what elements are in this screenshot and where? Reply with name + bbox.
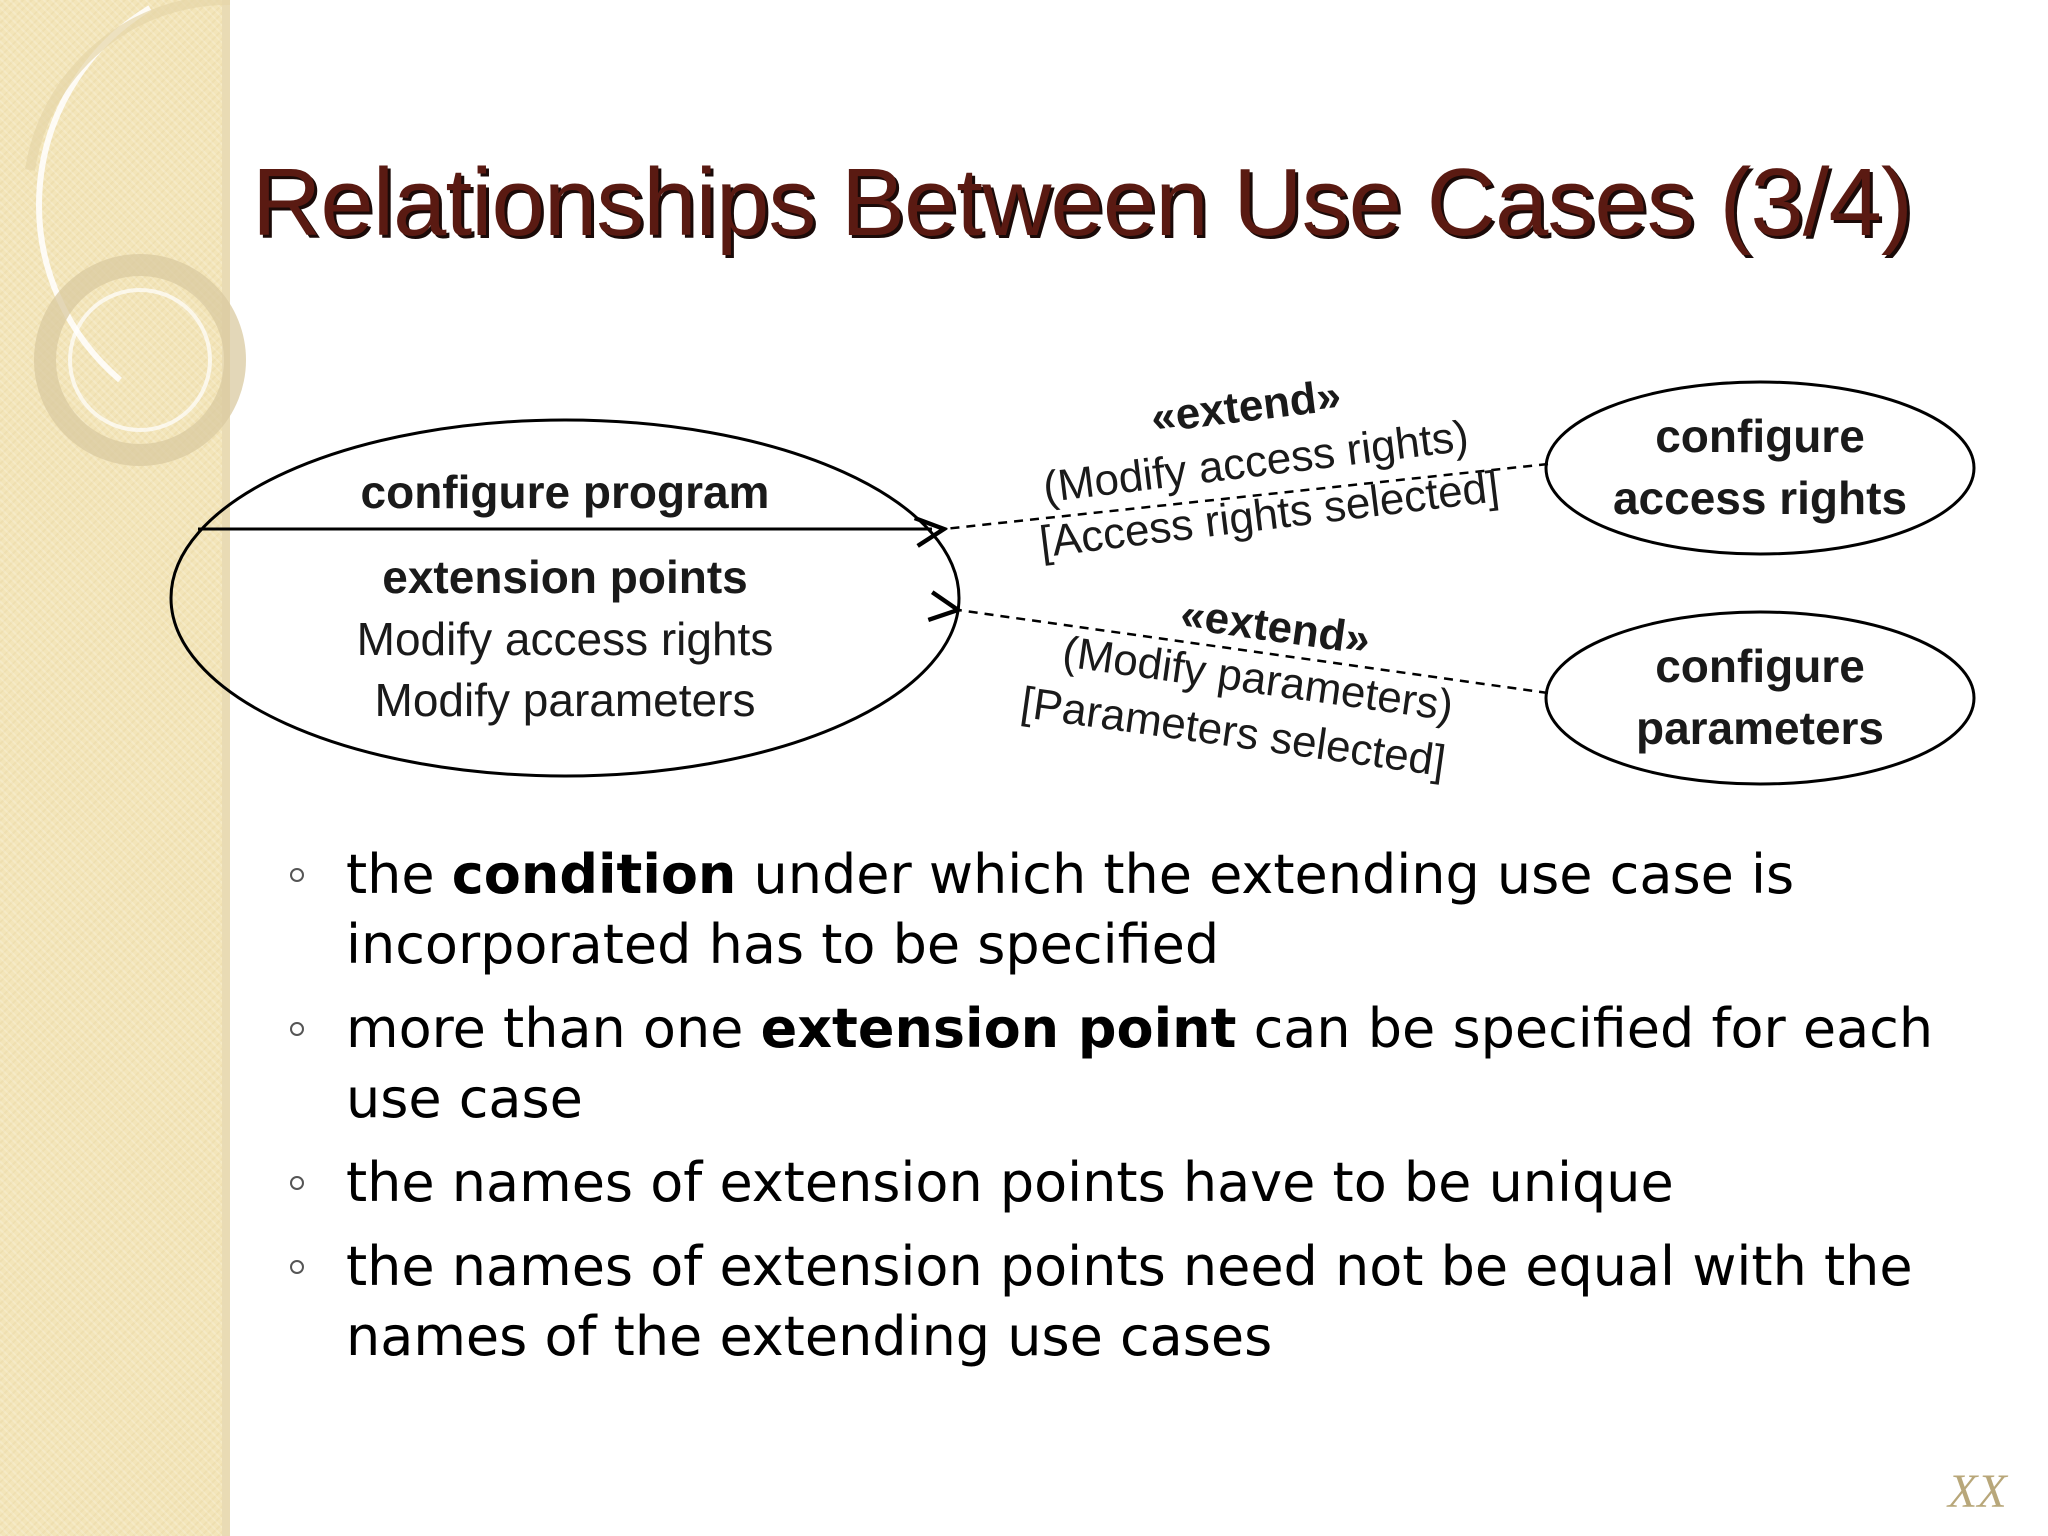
extend-arrow-1 — [944, 462, 1549, 529]
bullet-list: the condition under which the extending … — [290, 840, 1990, 1386]
bullet-text-pre: more than one — [346, 997, 761, 1060]
bullet-text-post: under which the extending use case is in… — [346, 843, 1795, 976]
extending-use-case-access-rights: configure access rights — [1544, 380, 1976, 556]
extension-point-2: Modify parameters — [375, 674, 756, 726]
bullet-text-pre: the — [346, 843, 452, 906]
extend-arrow-2 — [958, 610, 1549, 695]
decorative-rings — [25, 0, 246, 466]
page-number: XX — [1948, 1465, 2007, 1518]
extension-point-1: Modify access rights — [357, 613, 774, 665]
bullet-circle-icon — [290, 1260, 304, 1274]
parameters-line2: parameters — [1636, 702, 1884, 754]
ring-small-outer — [34, 254, 246, 466]
bullet-circle-icon — [290, 1022, 304, 1036]
extend-relationship-access-rights: «extend» (Modify access rights) [Access … — [944, 371, 1549, 567]
bullet-circle-icon — [290, 868, 304, 882]
decorative-side-edge — [222, 0, 230, 1536]
ring-top-arc — [25, 0, 230, 171]
bullet-text-pre: the names of extension points need not b… — [346, 1235, 1913, 1368]
ring-small-inner — [68, 288, 212, 432]
bullet-item: the names of extension points need not b… — [290, 1232, 1990, 1372]
bullet-text-bold: condition — [451, 843, 737, 906]
base-use-case-name: configure program — [361, 466, 770, 518]
decorative-side-band — [0, 0, 228, 1536]
parameters-line1: configure — [1655, 640, 1865, 692]
access-rights-ellipse — [1544, 380, 1976, 556]
bullet-text-bold: extension point — [760, 997, 1237, 1060]
access-rights-line2: access rights — [1613, 472, 1907, 524]
extending-use-case-parameters: configure parameters — [1544, 610, 1976, 786]
bullet-item: more than one extension point can be spe… — [290, 994, 1990, 1134]
extension-points-heading: extension points — [382, 551, 747, 603]
slide-title: Relationships Between Use Cases (3/4) — [252, 149, 1913, 256]
parameters-ellipse — [1544, 610, 1976, 786]
access-rights-line1: configure — [1655, 410, 1865, 462]
base-use-case: configure program extension points Modif… — [169, 418, 961, 778]
bullet-circle-icon — [290, 1176, 304, 1190]
extend-relationship-parameters: «extend» (Modify parameters) [Parameters… — [958, 589, 1549, 786]
bullet-text-post: can be specified for each use case — [346, 997, 1934, 1130]
bullet-item: the names of extension points have to be… — [290, 1148, 1990, 1218]
bullet-item: the condition under which the extending … — [290, 840, 1990, 980]
bullet-text-pre: the names of extension points have to be… — [346, 1151, 1674, 1214]
